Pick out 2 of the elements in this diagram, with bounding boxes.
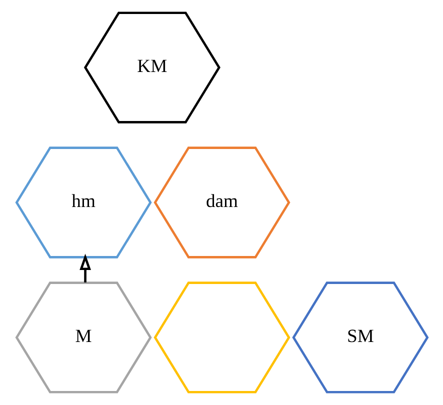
node-hexagon [153, 282, 290, 394]
arrow [79, 254, 91, 283]
